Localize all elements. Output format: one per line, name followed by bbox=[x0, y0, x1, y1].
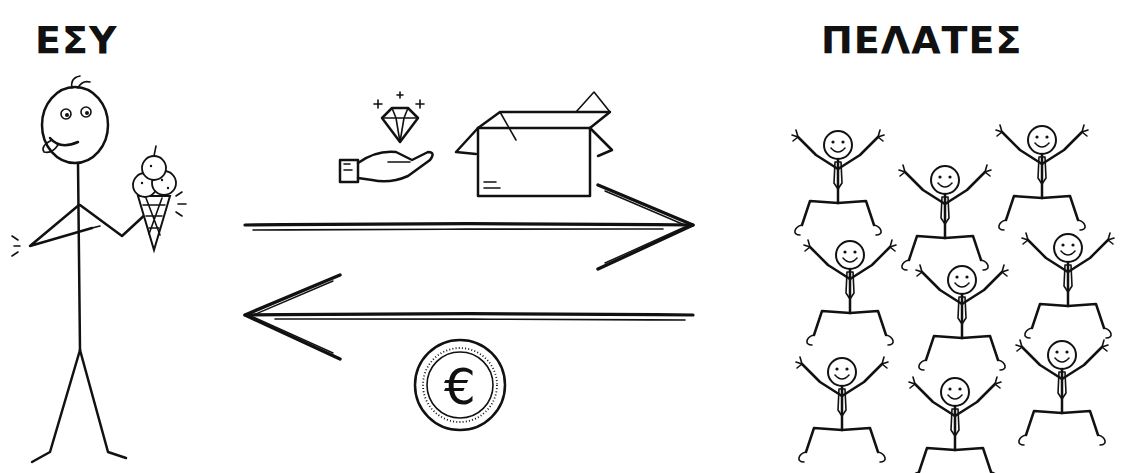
party-group: ΕΣΥ bbox=[5, 5, 245, 470]
stick-figure bbox=[12, 76, 186, 462]
arrow-head-sketch bbox=[251, 281, 333, 353]
diamond-hand-icon bbox=[340, 92, 433, 182]
arrow-head bbox=[245, 275, 340, 359]
coin-icon bbox=[415, 340, 505, 430]
flow-arrow bbox=[245, 275, 693, 359]
arrow-head bbox=[598, 185, 693, 269]
currency-symbol: € bbox=[444, 362, 476, 412]
party-heading: ΠΕΛΑΤΕΣ bbox=[821, 21, 1022, 59]
flow-arrow bbox=[245, 185, 693, 269]
arrow-line bbox=[245, 314, 693, 315]
party-heading: ΕΣΥ bbox=[35, 21, 117, 59]
arrow-head-sketch bbox=[605, 191, 687, 263]
arrow-line bbox=[245, 224, 693, 225]
arrow-line-sketch bbox=[253, 229, 663, 230]
arrow-line-sketch bbox=[275, 319, 685, 320]
box-icon bbox=[456, 92, 612, 196]
customer-crowd bbox=[792, 125, 1114, 473]
party-group: ΠΕΛΑΤΕΣ bbox=[693, 5, 1121, 470]
